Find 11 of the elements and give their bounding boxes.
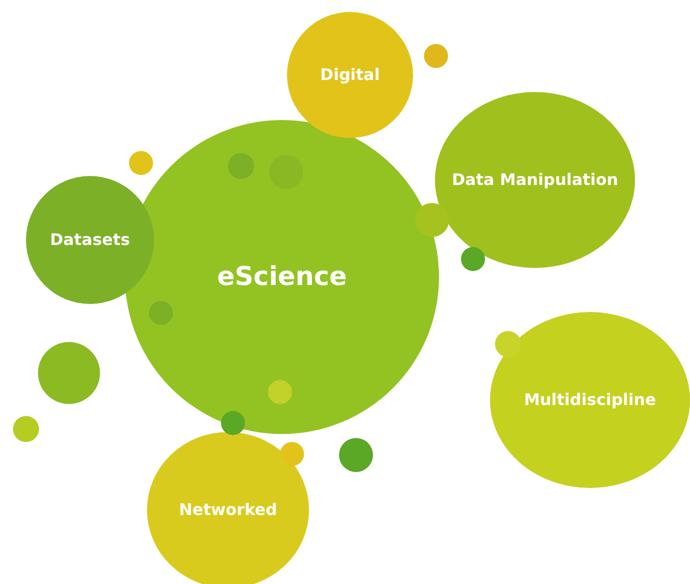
decorative-dot [268,380,292,404]
circle-label: eScience [217,260,347,294]
circle-label: Digital [320,65,380,85]
circle-label: Networked [178,500,278,520]
decorative-dot [424,44,448,68]
decorative-dot [13,416,39,442]
decorative-dot [339,438,373,472]
circle-label: Multidiscipline [524,390,656,410]
circle-label: Datasets [50,230,130,250]
circle-label: Data Manipulation [452,170,618,190]
decorative-dot [461,247,485,271]
